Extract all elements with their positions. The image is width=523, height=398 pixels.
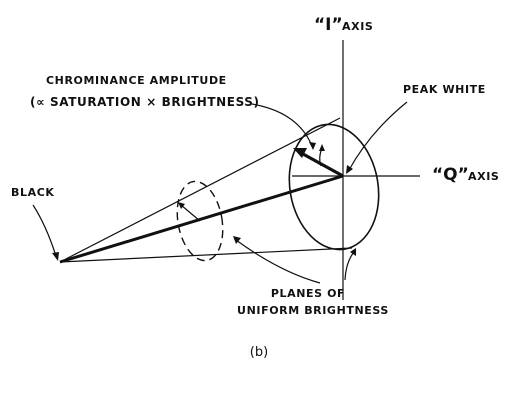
planes-leader-large	[344, 251, 355, 281]
planes-leader-large-arrowhead	[350, 248, 356, 256]
q-axis-quote: “Q”	[432, 165, 469, 185]
brightness-axis	[59, 174, 344, 264]
brightness-plane-large	[288, 123, 380, 251]
figure-caption: (b)	[250, 345, 268, 360]
planes-label-line2: UNIFORM BRIGHTNESS	[237, 304, 389, 317]
planes-leader-small	[235, 239, 321, 284]
small-plane-vector-arrowhead	[178, 202, 185, 209]
chroma-label-line1: CHROMINANCE AMPLITUDE	[46, 74, 227, 87]
peak-white-leader-line	[348, 101, 408, 171]
chrominance-vector	[302, 152, 344, 178]
chroma-label-line2: (∝ SATURATION × BRIGHTNESS)	[30, 95, 260, 109]
black-label: BLACK	[11, 186, 55, 199]
i-axis-word: AXIS	[342, 20, 373, 33]
black-leader-line	[32, 204, 57, 257]
cone-upper-edge	[59, 117, 341, 263]
brightness-plane-small	[176, 180, 224, 262]
chrominance-vector-arrowhead	[293, 148, 307, 158]
i-axis-quote: “I”	[314, 15, 343, 35]
chroma-leader-line	[251, 103, 313, 147]
chroma-leader-arrowhead	[309, 142, 316, 150]
q-axis-word: AXIS	[468, 170, 499, 183]
planes-leader-small-arrowhead	[233, 236, 241, 244]
peak-white-leader-arrowhead	[346, 165, 353, 174]
cone-lower-edge	[59, 247, 353, 263]
small-plane-vector	[180, 204, 201, 222]
planes-label-line1: PLANES OF	[271, 287, 345, 300]
phase-angle-arrowhead	[319, 144, 325, 151]
peak-white-label: PEAK WHITE	[403, 83, 486, 96]
black-leader-arrowhead	[52, 252, 59, 261]
